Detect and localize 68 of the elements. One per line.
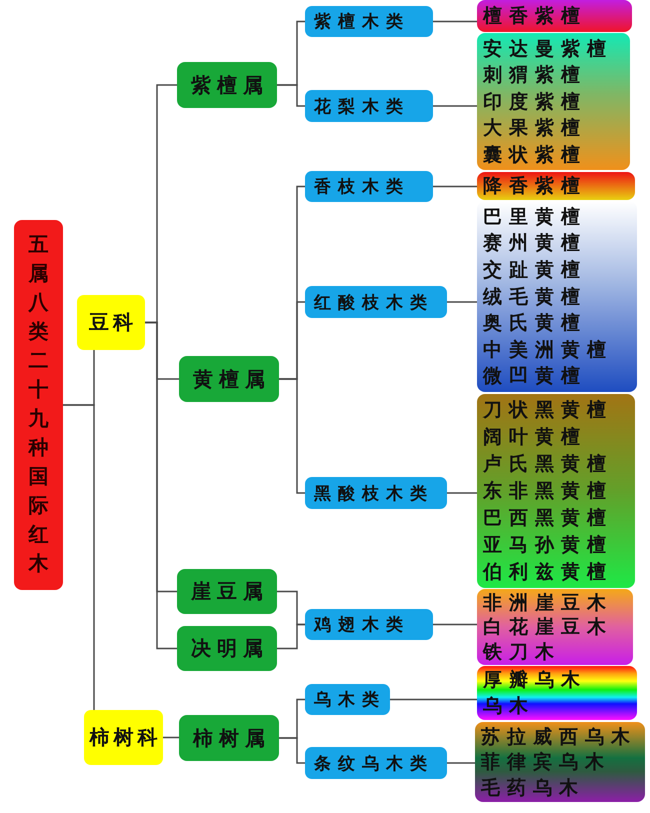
species-name: 安达曼紫檀 <box>483 38 614 60</box>
connector-line <box>63 404 95 710</box>
class-box: 花梨木类 <box>305 90 433 122</box>
class-box: 乌木类 <box>305 684 390 715</box>
species-name: 奥氏黄檀 <box>483 312 588 334</box>
class-box: 紫檀木类 <box>305 6 433 37</box>
species-name: 赛州黄檀 <box>483 232 588 254</box>
species-name: 降香紫檀 <box>483 175 588 197</box>
species-name: 卢氏黑黄檀 <box>483 453 614 475</box>
species-panel <box>477 33 630 170</box>
species-name: 巴里黄檀 <box>483 206 588 228</box>
genus-box: 崖豆属 <box>177 569 277 614</box>
connector-line <box>433 20 477 22</box>
species-name: 菲律宾乌木 <box>481 751 612 773</box>
connector-line <box>277 84 305 107</box>
species-name: 阔叶黄檀 <box>483 426 588 448</box>
species-name: 檀香紫檀 <box>483 5 588 27</box>
connector-line <box>447 301 477 303</box>
species-name: 非洲崖豆木 <box>483 592 614 614</box>
species-name: 乌木 <box>483 694 536 717</box>
species-name: 苏拉威西乌木 <box>481 726 638 748</box>
species-name: 毛药乌木 <box>481 776 586 798</box>
genus-box: 紫檀属 <box>177 62 277 108</box>
species-name: 绒毛黄檀 <box>483 286 588 308</box>
class-box: 红酸枝木类 <box>305 286 447 318</box>
species-name: 铁刀木 <box>483 640 562 662</box>
species-name: 中美洲黄檀 <box>483 338 614 361</box>
connector-line <box>447 762 475 764</box>
species-name: 巴西黑黄檀 <box>483 507 614 529</box>
species-panel <box>475 722 645 802</box>
connector-line <box>433 186 477 188</box>
species-name: 刺猬紫檀 <box>483 64 588 86</box>
species-name: 伯利兹黄檀 <box>483 561 614 583</box>
species-panel <box>477 201 637 392</box>
genus-box: 黄檀属 <box>179 356 279 402</box>
species-name: 囊状紫檀 <box>483 144 588 166</box>
connector-line <box>390 698 477 700</box>
connector-line <box>433 105 477 107</box>
species-name: 亚马孙黄檀 <box>483 534 614 556</box>
class-box: 黑酸枝木类 <box>305 477 447 509</box>
connector-line <box>163 736 179 738</box>
connector-line <box>279 737 305 764</box>
species-name: 厚瓣乌木 <box>483 669 588 692</box>
class-box: 条纹乌木类 <box>305 747 447 779</box>
species-name: 微凹黄檀 <box>483 365 588 388</box>
species-panel <box>477 394 635 588</box>
species-name: 印度紫檀 <box>483 90 588 112</box>
root-box: 五属八类二十九种国际红木 <box>14 220 63 590</box>
family-box: 豆科 <box>77 295 145 350</box>
species-name: 刀状黑黄檀 <box>483 399 614 421</box>
species-panel <box>477 666 637 720</box>
species-name: 白花崖豆木 <box>483 616 614 638</box>
connector-line <box>277 624 305 650</box>
species-panel <box>477 172 635 200</box>
class-box: 香枝木类 <box>305 171 433 202</box>
connector-line <box>145 322 177 650</box>
species-name: 交趾黄檀 <box>483 258 588 281</box>
family-box: 柿树科 <box>84 710 163 765</box>
species-name: 大果紫檀 <box>483 117 588 139</box>
species-panel <box>477 0 632 32</box>
connector-line <box>279 378 305 494</box>
genus-box: 决明属 <box>177 626 277 671</box>
species-name: 东非黑黄檀 <box>483 480 614 502</box>
connector-line <box>433 624 477 626</box>
class-box: 鸡翅木类 <box>305 609 433 640</box>
connector-line <box>447 492 477 494</box>
species-panel <box>477 589 633 665</box>
genus-box: 柿树属 <box>179 715 279 761</box>
